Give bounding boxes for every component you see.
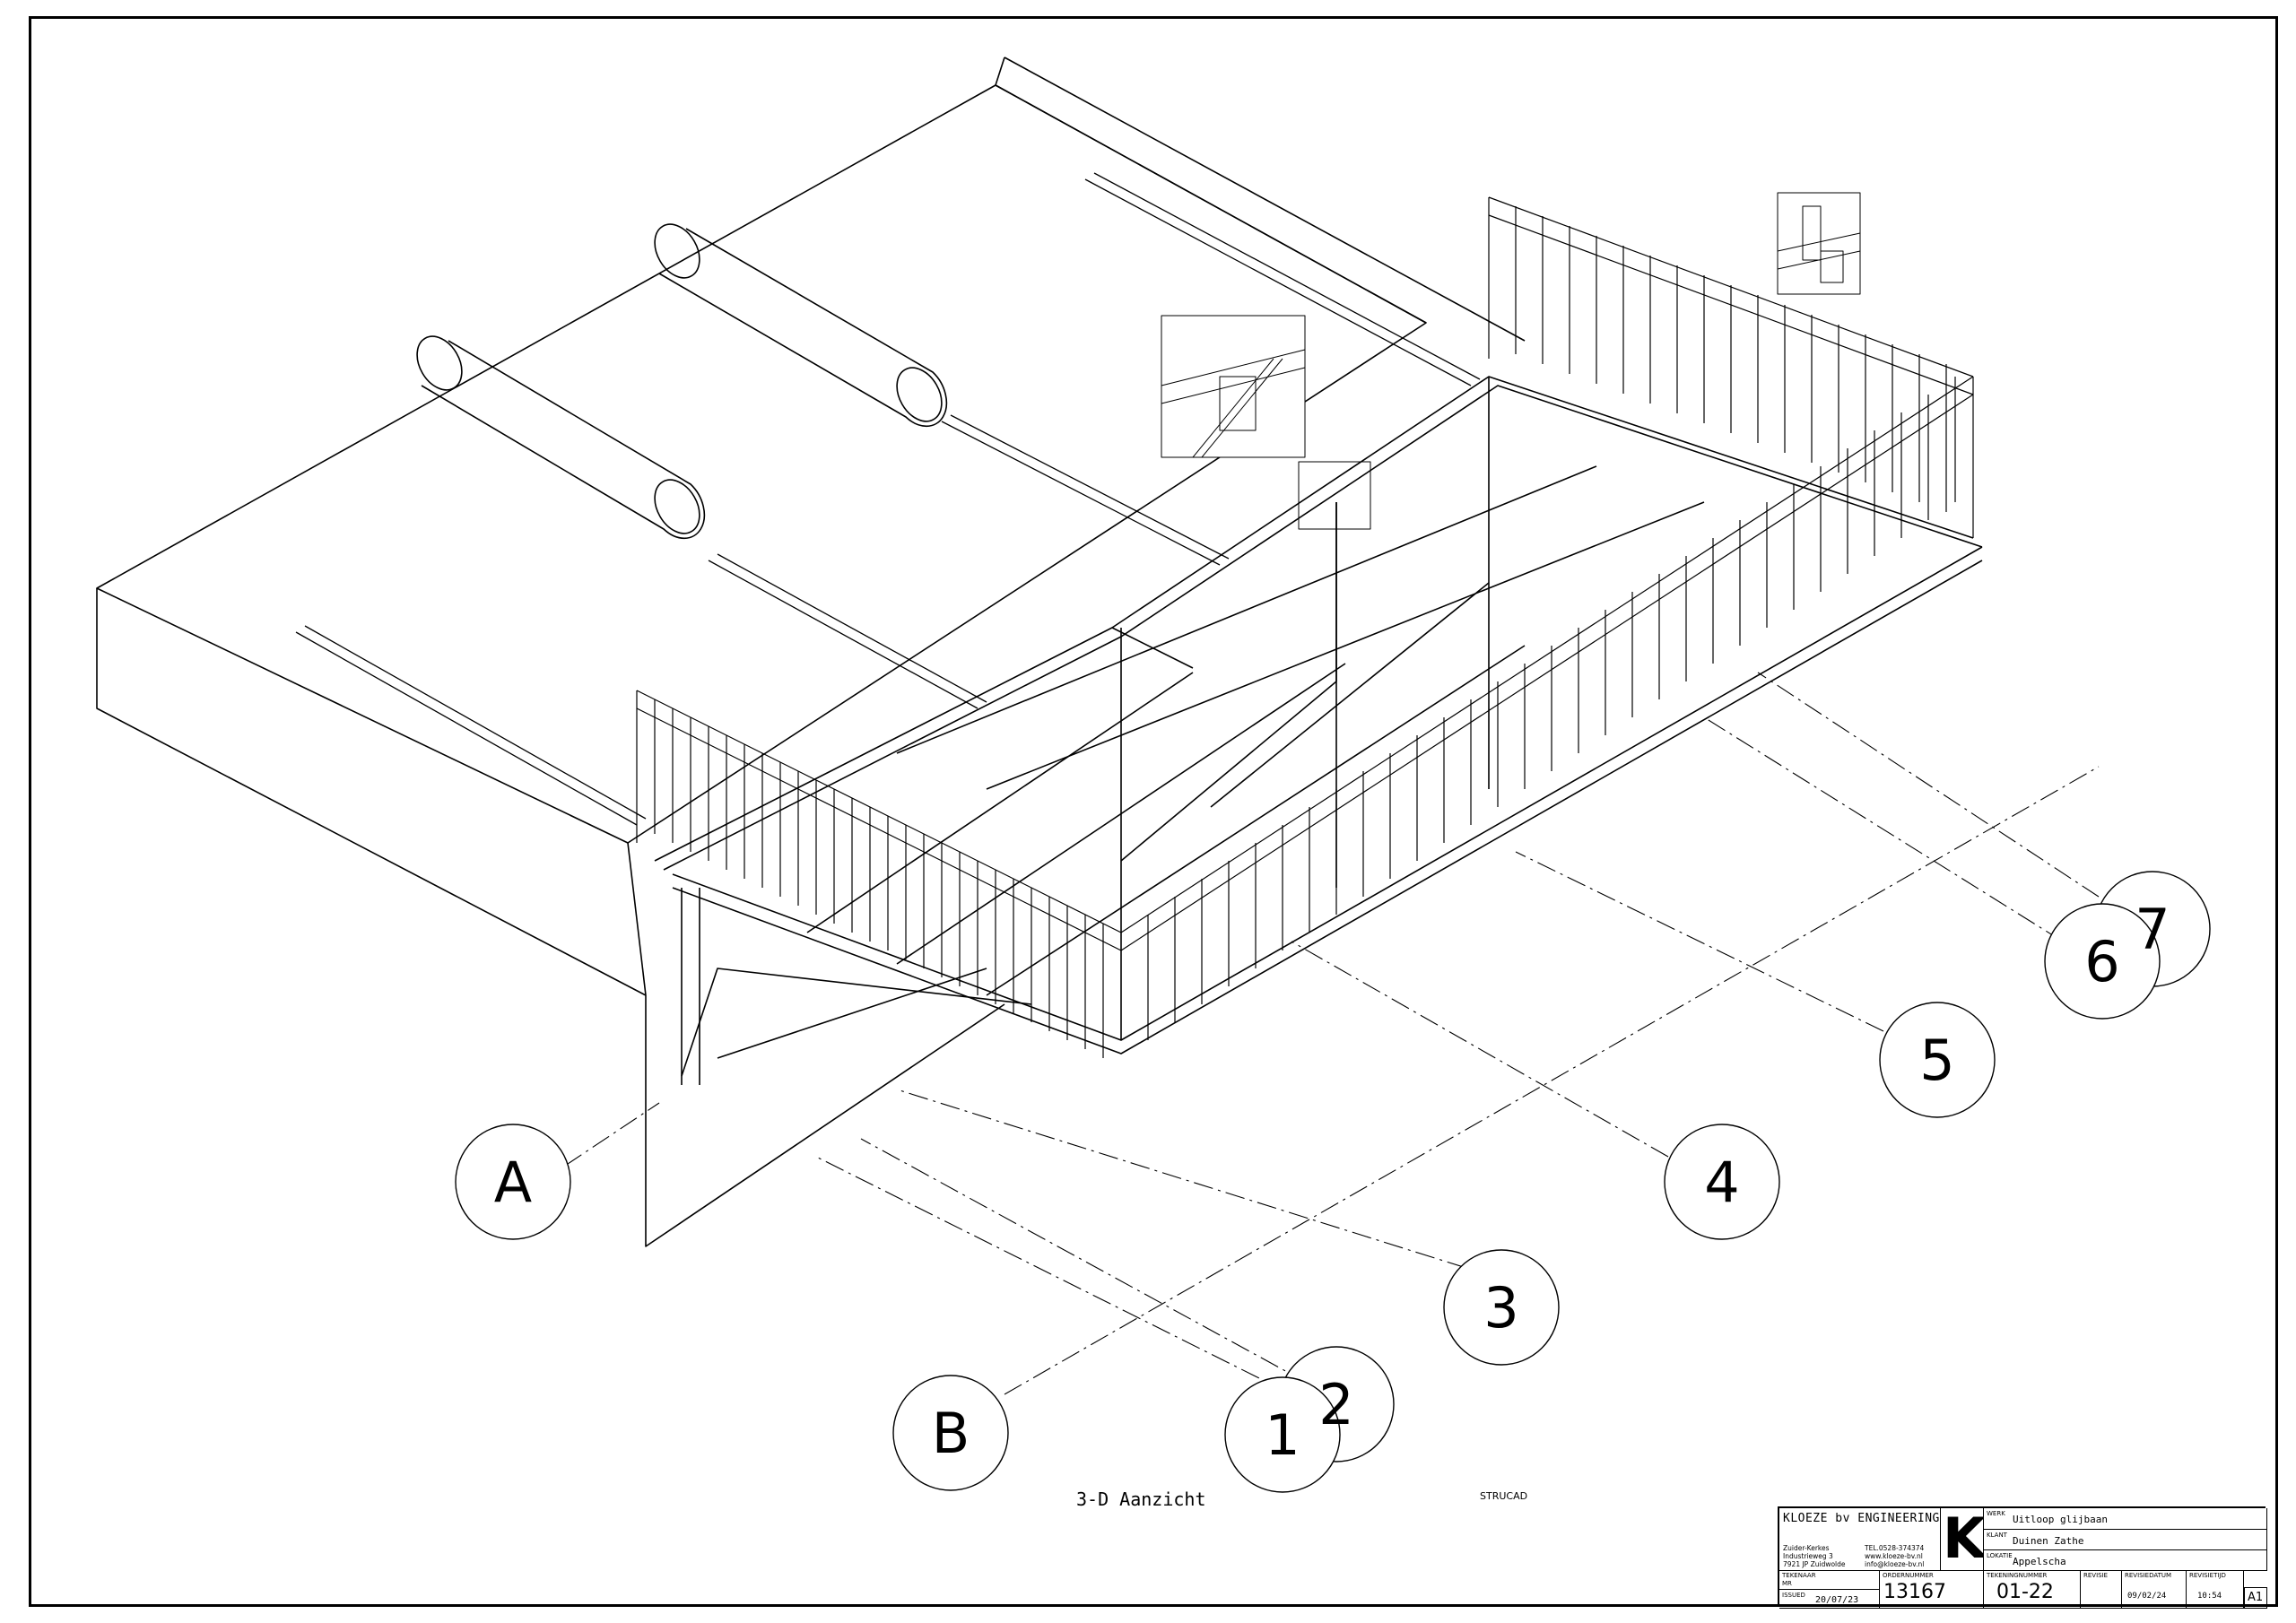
address-line: Industrieweg 3 [1783,1552,1833,1560]
grid-label-5: 5 [1919,1028,1954,1093]
tekenaar-value: MR [1782,1580,1792,1587]
grid-bubble-4 [1664,1124,1780,1240]
grid-bubble-5 [1879,1002,1996,1118]
grid-lines [564,672,2100,1409]
lokatie-label: LOKATIE [1987,1552,2013,1559]
sheet-size: A1 [2248,1591,2264,1604]
tekenaar-cell: TEKENAAR MR [1779,1571,1880,1590]
grid-label-B: B [932,1401,970,1466]
detail-box-2 [1777,192,1861,295]
revisiedatum-label: REVISIEDATUM [2125,1572,2172,1579]
drawing-number-label: TEKENINGNUMMER [1987,1572,2048,1579]
cylinder-pillars [416,223,948,540]
klant-value: Duinen Zathe [2013,1535,2084,1547]
werk-cell: WERK Uitloop glijbaan [1984,1508,2267,1530]
contact-line: TEL.0528-374374 [1865,1544,1925,1552]
sheet-size-cell: A1 [2244,1587,2267,1609]
steel-platform [654,376,1983,1085]
werk-label: WERK [1987,1510,2005,1517]
revisie-cell: REVISIE [2081,1571,2122,1609]
grid-bubble-B [892,1375,1009,1491]
grid-label-2: 2 [1318,1372,1353,1437]
view-title: 3-D Aanzicht [1076,1488,1206,1510]
issued-cell: ISSUED 20/07/23 [1779,1590,1880,1609]
company-logo: K [1943,1508,1984,1571]
grid-label-7: 7 [2135,897,2170,962]
drawing-number-value: 01-22 [1996,1581,2054,1603]
grid-label-4: 4 [1704,1150,1739,1215]
revisiedatum-cell: REVISIEDATUM 09/02/24 [2122,1571,2187,1609]
lokatie-value: Appelscha [2013,1556,2066,1567]
slab-rails [295,172,1481,826]
grid-label-3: 3 [1483,1275,1518,1341]
grid-bubble-A [455,1124,571,1240]
grid-label-A: A [494,1150,532,1215]
revisie-label: REVISIE [2083,1572,2109,1579]
railing-left [636,690,1122,1058]
tekenaar-label: TEKENAAR [1782,1572,1816,1579]
klant-cell: KLANT Duinen Zathe [1984,1530,2267,1550]
contact-line: info@kloeze-bv.nl [1865,1560,1925,1568]
address-line: Zuider-Kerkes [1783,1544,1830,1552]
address-line: 7921 JP Zuidwolde [1783,1560,1846,1568]
detail-box-1 [1161,315,1371,530]
revisiedatum-value: 09/02/24 [2127,1592,2167,1601]
issued-label: ISSUED [1782,1592,1805,1599]
grid-bubble-1 [1224,1376,1341,1493]
klant-label: KLANT [1987,1532,2007,1539]
grid-label-1: 1 [1265,1402,1300,1468]
grid-bubbles [455,871,2211,1493]
grid-bubble-3 [1443,1249,1560,1366]
concrete-slab [96,56,1526,1247]
werk-value: Uitloop glijbaan [2013,1514,2108,1525]
issued-value: 20/07/23 [1815,1595,1859,1605]
revisietijd-value: 10:54 [2197,1592,2222,1601]
drawing-number-cell: TEKENINGNUMMER 01-22 [1984,1571,2081,1609]
grid-bubble-6 [2044,903,2161,1020]
grid-bubble-labels: A B 1 2 3 4 5 6 7 [494,897,2170,1468]
sheet-border [29,16,2278,1607]
order-value: 13167 [1883,1581,1946,1603]
logo-cell: K [1941,1508,1984,1571]
order-cell: ORDERNUMMER 13167 [1880,1571,1984,1609]
company-name: KLOEZE bv ENGINEERING [1783,1512,1940,1525]
revisietijd-label: REVISIETIJD [2189,1572,2226,1579]
contact-line: www.kloeze-bv.nl [1865,1552,1923,1560]
grid-label-6: 6 [2084,929,2119,994]
software-label: STRUCAD [1480,1490,1528,1502]
revisietijd-cell: REVISIETIJD 10:54 [2187,1571,2244,1609]
lokatie-cell: LOKATIE Appelscha [1984,1550,2267,1571]
railing-back [1488,196,1974,538]
order-label: ORDERNUMMER [1883,1572,1934,1579]
railing-front [1120,376,1974,1040]
